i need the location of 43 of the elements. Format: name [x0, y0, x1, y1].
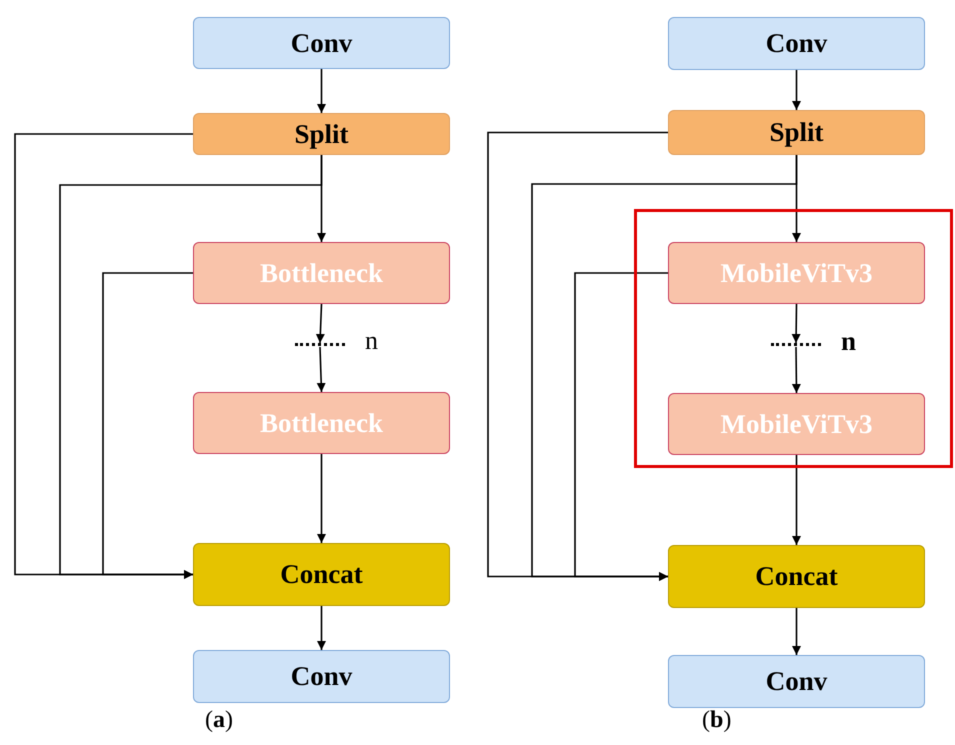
- arrow: [102, 272, 193, 579]
- block-box: [668, 393, 925, 455]
- highlight-frame: [634, 209, 953, 468]
- arrow: [317, 69, 326, 113]
- box-label: Split: [294, 118, 349, 150]
- arrow: [317, 606, 326, 650]
- arrow: [792, 455, 801, 545]
- arrow: [792, 304, 801, 344]
- arrow: [792, 70, 801, 110]
- dotted-line: [771, 343, 821, 347]
- conv-box: [193, 17, 450, 69]
- box-label: Conv: [290, 28, 352, 58]
- split-box: [668, 110, 925, 155]
- box-label: Conv: [290, 661, 352, 692]
- box-label: MobileViTv3: [720, 408, 872, 440]
- arrow: [792, 608, 801, 655]
- box-label: MobileViTv3: [720, 258, 872, 288]
- panel-label: (b): [702, 707, 732, 734]
- box-label: Split: [769, 117, 824, 148]
- arrow: [316, 304, 325, 344]
- conv-box: [668, 17, 925, 70]
- box-label: Bottleneck: [260, 258, 383, 288]
- block-box: [193, 392, 450, 454]
- concat-box: [193, 543, 450, 606]
- repeat-count: n: [841, 326, 856, 357]
- panel-label: (a): [205, 707, 233, 734]
- arrow: [574, 272, 668, 581]
- box-label: Conv: [766, 666, 828, 697]
- conv-box: [668, 655, 925, 708]
- repeat-count: n: [365, 326, 378, 356]
- dotted-line: [295, 343, 345, 347]
- block-box: [193, 242, 450, 304]
- arrow: [792, 347, 801, 393]
- box-label: Conv: [766, 28, 828, 59]
- box-label: Bottleneck: [260, 408, 383, 438]
- concat-box: [668, 545, 925, 608]
- arrow: [316, 346, 326, 392]
- split-box: [193, 113, 450, 155]
- box-label: Concat: [280, 559, 363, 590]
- box-label: Concat: [755, 561, 838, 592]
- block-box: [668, 242, 925, 304]
- conv-box: [193, 650, 450, 703]
- arrow: [317, 454, 326, 543]
